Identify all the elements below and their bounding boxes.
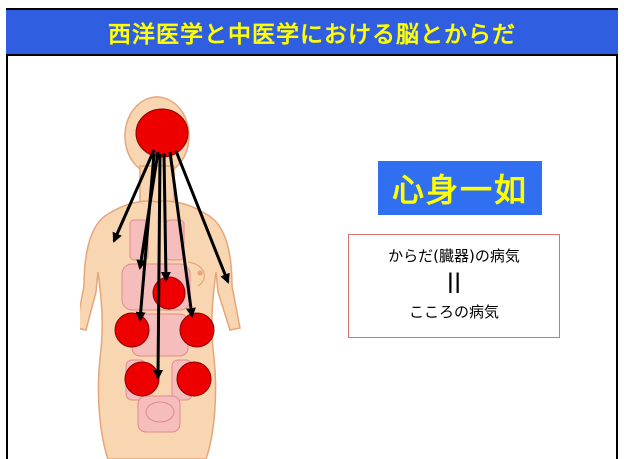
chest-outline [187,261,205,287]
liver-node [114,312,150,348]
kidney-left-node [124,361,160,397]
arrows [112,149,230,380]
slide-frame-right [616,8,618,459]
body-diagram [80,96,241,459]
kidney-right-node [176,361,212,397]
body-illness-label: からだ(臓器)の病気 [388,247,520,265]
brain-node [135,108,189,158]
shinshin-ichinyo-badge: 心身一如 [378,161,542,215]
slide-title: 西洋医学と中医学における脳とからだ [108,22,516,48]
mind-illness-label: こころの病気 [408,303,499,321]
stomach-node [179,312,215,348]
relation-box: からだ(臓器)の病気 || こころの病気 [348,234,560,338]
badge-text: 心身一如 [391,171,528,209]
equals-symbol: || [446,269,462,293]
slide-frame-left [6,8,8,459]
title-bar: 西洋医学と中医学における脳とからだ [6,8,618,56]
